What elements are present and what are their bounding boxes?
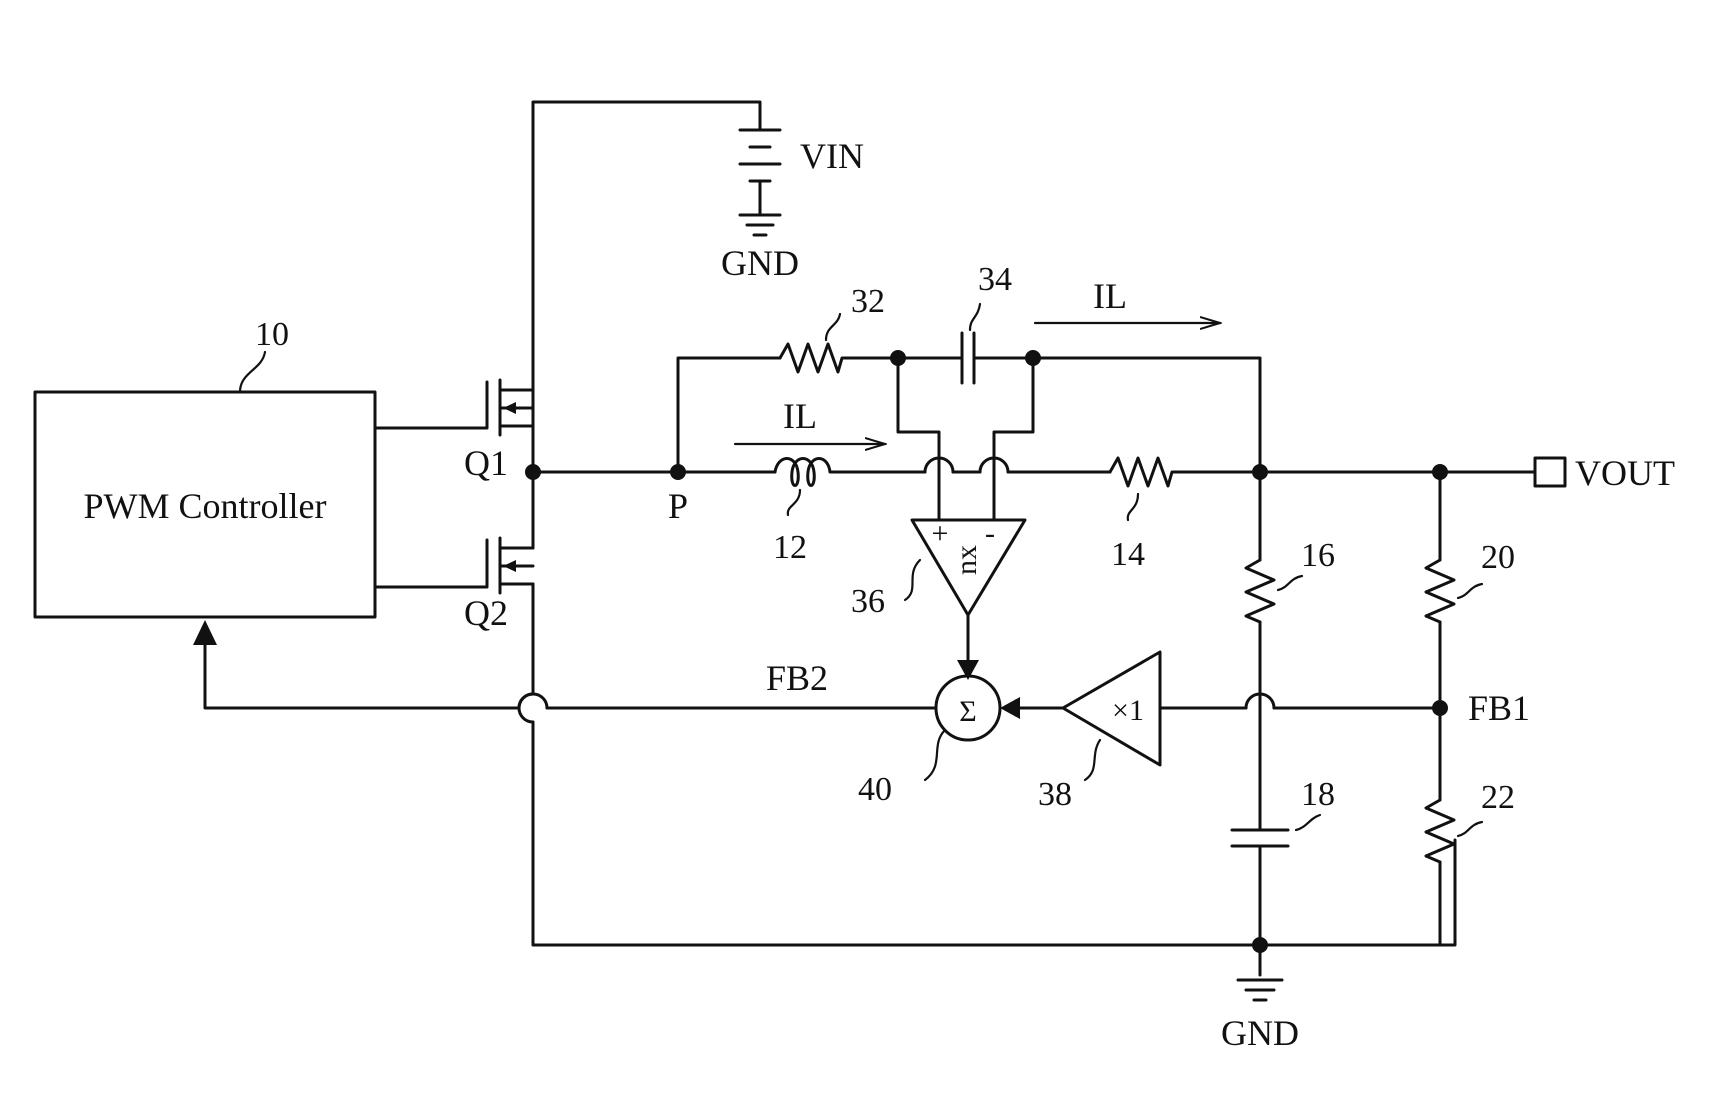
amp-gain-label: nx — [950, 545, 983, 575]
amp-minus-lead — [994, 358, 1033, 520]
q2-label: Q2 — [464, 593, 508, 633]
amplifier-36: + - nx 36 — [851, 517, 1025, 620]
mosfet-q2: Q2 — [375, 538, 533, 633]
resistor-20-ref-leader — [1458, 584, 1482, 598]
cap-34-wire-right — [974, 358, 1260, 472]
amplifier-36-ref: 36 — [851, 583, 885, 620]
resistor-22-ref: 22 — [1481, 779, 1515, 816]
buffer-38: ×1 38 — [1038, 652, 1160, 813]
resistor-32-ref-leader — [826, 314, 840, 340]
vout-label: VOUT — [1575, 453, 1675, 493]
summer-40: Σ 40 — [858, 676, 1000, 808]
il-top-label: IL — [1093, 276, 1127, 316]
q1-label: Q1 — [464, 443, 508, 483]
resistor-32-ref: 32 — [851, 283, 885, 320]
fb1-label: FB1 — [1468, 688, 1530, 728]
pwm-controller-ref: 10 — [255, 316, 289, 353]
capacitor-34-ref-leader — [970, 304, 980, 330]
inductor-ref: 12 — [773, 529, 807, 566]
mosfet-q1: Q1 — [375, 380, 533, 483]
pwm-controller-label: PWM Controller — [84, 486, 327, 526]
summer-symbol: Σ — [959, 695, 976, 728]
buffer-38-ref-leader — [1085, 740, 1100, 780]
fb2-label: FB2 — [766, 658, 828, 698]
fb2-wire-left — [205, 630, 519, 708]
junction-p — [670, 464, 686, 480]
junction-fb1 — [1432, 700, 1448, 716]
vin-wire — [533, 102, 760, 470]
q1-body-arrow — [503, 402, 516, 414]
gnd-bottom-label: GND — [1221, 1013, 1299, 1053]
summer-40-ref-leader — [925, 730, 945, 780]
junction-r32-c34 — [890, 350, 906, 366]
pwm-controller-ref-leader — [240, 352, 265, 392]
resistor-14 — [1110, 458, 1260, 486]
amp-plus-sign: + — [932, 517, 949, 550]
fb2-arrowhead — [193, 620, 217, 645]
buffer-38-ref: 38 — [1038, 776, 1072, 813]
amp-minus-sign: - — [985, 517, 995, 550]
vout-terminal — [1535, 458, 1565, 486]
sense-branch-wire-left — [678, 358, 780, 472]
resistor-14-ref: 14 — [1111, 536, 1145, 573]
junction-output-node — [1252, 464, 1268, 480]
vin-label: VIN — [800, 136, 864, 176]
amp-plus-lead — [898, 358, 939, 520]
pwm-controller-block: PWM Controller 10 — [35, 316, 375, 617]
resistor-16-ref: 16 — [1301, 537, 1335, 574]
il-inductor-label: IL — [783, 396, 817, 436]
resistor-14-ref-leader — [1128, 494, 1138, 520]
resistor-32 — [780, 344, 898, 372]
inductor-12 — [775, 459, 860, 486]
summer-40-ref: 40 — [858, 771, 892, 808]
junction-switch-node — [525, 464, 541, 480]
capacitor-18-ref-leader — [1296, 815, 1320, 830]
resistor-22 — [1426, 800, 1454, 862]
inductor-ref-leader — [788, 490, 800, 515]
node-p-label: P — [668, 486, 688, 526]
buffer-output-arrowhead — [1000, 697, 1020, 719]
junction-vout-divider — [1432, 464, 1448, 480]
resistor-22-ref-leader — [1458, 822, 1482, 836]
amplifier-36-ref-leader — [905, 560, 920, 600]
junction-ground — [1252, 937, 1268, 953]
resistor-16 — [1246, 560, 1274, 622]
q2-gate-wire — [375, 540, 487, 587]
capacitor-34-ref: 34 — [978, 261, 1012, 298]
buffer-gain-label: ×1 — [1112, 694, 1144, 727]
resistor-20 — [1426, 560, 1454, 622]
junction-c34-right — [1025, 350, 1041, 366]
q1-gate-wire — [375, 382, 487, 428]
q2-body-arrow — [503, 560, 516, 572]
resistor-20-ref: 20 — [1481, 539, 1515, 576]
capacitor-18-ref: 18 — [1301, 776, 1335, 813]
fb2-hop — [519, 694, 547, 708]
ground-return-wire — [533, 722, 1455, 945]
gnd-top-label: GND — [721, 243, 799, 283]
resistor-16-ref-leader — [1278, 576, 1302, 590]
